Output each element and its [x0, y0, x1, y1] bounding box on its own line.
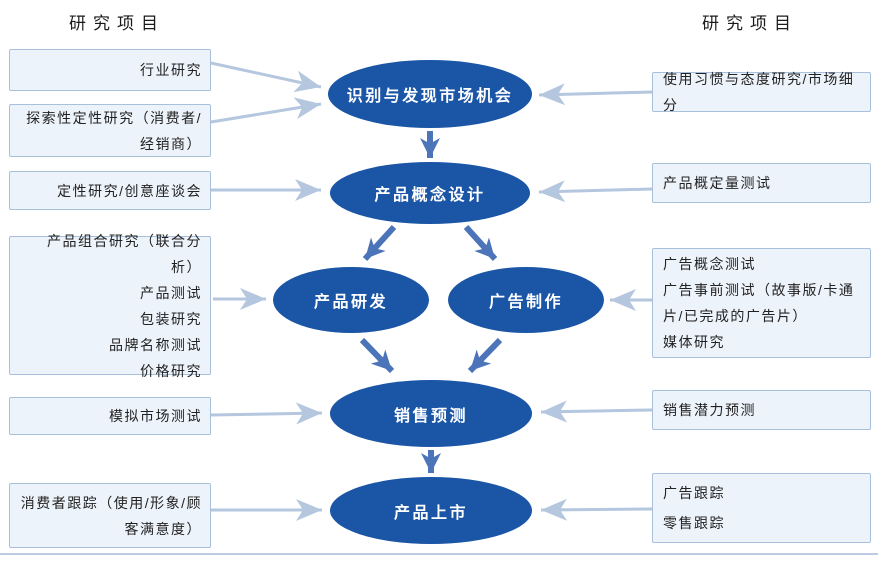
- stage-product-rnd: 产品研发: [273, 267, 429, 333]
- research-box-label: 产品组合研究（联合分析） 产品测试 包装研究 品牌名称测试 价格研究: [47, 232, 202, 379]
- stage-product-concept-design: 产品概念设计: [330, 162, 530, 224]
- arrow-ad-to-forecast: [467, 337, 503, 374]
- research-box-label: 产品概定量测试: [663, 175, 772, 191]
- research-box-ad-tests-media: 广告概念测试 广告事前测试（故事版/卡通片/已完成的广告片） 媒体研究: [652, 248, 871, 358]
- stage-label: 产品上市: [393, 504, 468, 522]
- research-box-label: 消费者跟踪（使用/形象/顾客满意度）: [20, 494, 202, 537]
- research-box-label: 模拟市场测试: [109, 408, 202, 424]
- research-box-simulated-market-test: 模拟市场测试: [9, 397, 211, 435]
- stage-label: 产品概念设计: [374, 187, 486, 204]
- research-box-ad-retail-tracking: 广告跟踪 零售跟踪: [652, 473, 871, 543]
- research-box-label: 广告跟踪 零售跟踪: [663, 485, 725, 531]
- stage-label: 产品研发: [313, 294, 388, 311]
- arrow-concept-quant-to-concept: [538, 180, 653, 203]
- arrow-usage-attitude-to-identify: [538, 83, 653, 106]
- research-box-industry-research: 行业研究: [9, 49, 211, 91]
- stage-identify-market-opportunity: 识别与发现市场机会: [328, 60, 532, 128]
- research-box-product-mix-studies: 产品组合研究（联合分析） 产品测试 包装研究 品牌名称测试 价格研究: [9, 233, 211, 379]
- arrow-sales-potential-to-forecast: [540, 400, 653, 423]
- research-box-usage-attitude-segmentation: 使用习惯与态度研究/市场细分: [652, 71, 871, 113]
- stage-label: 识别与发现市场机会: [346, 88, 514, 105]
- left-column-header: 研究项目: [69, 14, 165, 33]
- stage-product-launch: 产品上市: [330, 477, 532, 544]
- arrow-rnd-to-forecast: [359, 337, 395, 374]
- arrow-concept-to-rnd: [362, 224, 397, 262]
- research-box-concept-quantitative-test: 产品概定量测试: [652, 163, 871, 203]
- research-box-label: 使用习惯与态度研究/市场细分: [663, 71, 855, 113]
- stage-ad-production: 广告制作: [448, 267, 604, 333]
- arrow-exploratory-to-identify: [210, 97, 322, 124]
- research-box-label: 行业研究: [140, 62, 202, 78]
- stage-sales-forecast: 销售预测: [330, 380, 532, 447]
- research-box-label: 销售潜力预测: [663, 402, 756, 418]
- research-box-sales-potential-forecast: 销售潜力预测: [652, 390, 871, 430]
- research-box-exploratory-qualitative: 探索性定性研究（消费者/经销商）: [9, 104, 211, 157]
- research-box-label: 探索性定性研究（消费者/经销商）: [26, 109, 202, 152]
- research-box-label: 广告概念测试 广告事前测试（故事版/卡通片/已完成的广告片） 媒体研究: [663, 256, 855, 350]
- arrow-concept-to-ad: [463, 224, 498, 262]
- stage-label: 销售预测: [393, 407, 468, 425]
- bottom-divider: [0, 553, 878, 555]
- right-column-header: 研究项目: [702, 14, 798, 33]
- stage-label: 广告制作: [488, 294, 563, 311]
- research-box-consumer-tracking: 消费者跟踪（使用/形象/顾客满意度）: [9, 483, 211, 548]
- arrow-tracking-to-launch: [540, 498, 653, 521]
- research-box-qualitative-focus-group: 定性研究/创意座谈会: [9, 171, 211, 210]
- arrow-simulated-market-to-forecast: [210, 402, 323, 425]
- arrow-industry-to-identify: [210, 61, 322, 93]
- research-box-label: 定性研究/创意座谈会: [57, 182, 202, 199]
